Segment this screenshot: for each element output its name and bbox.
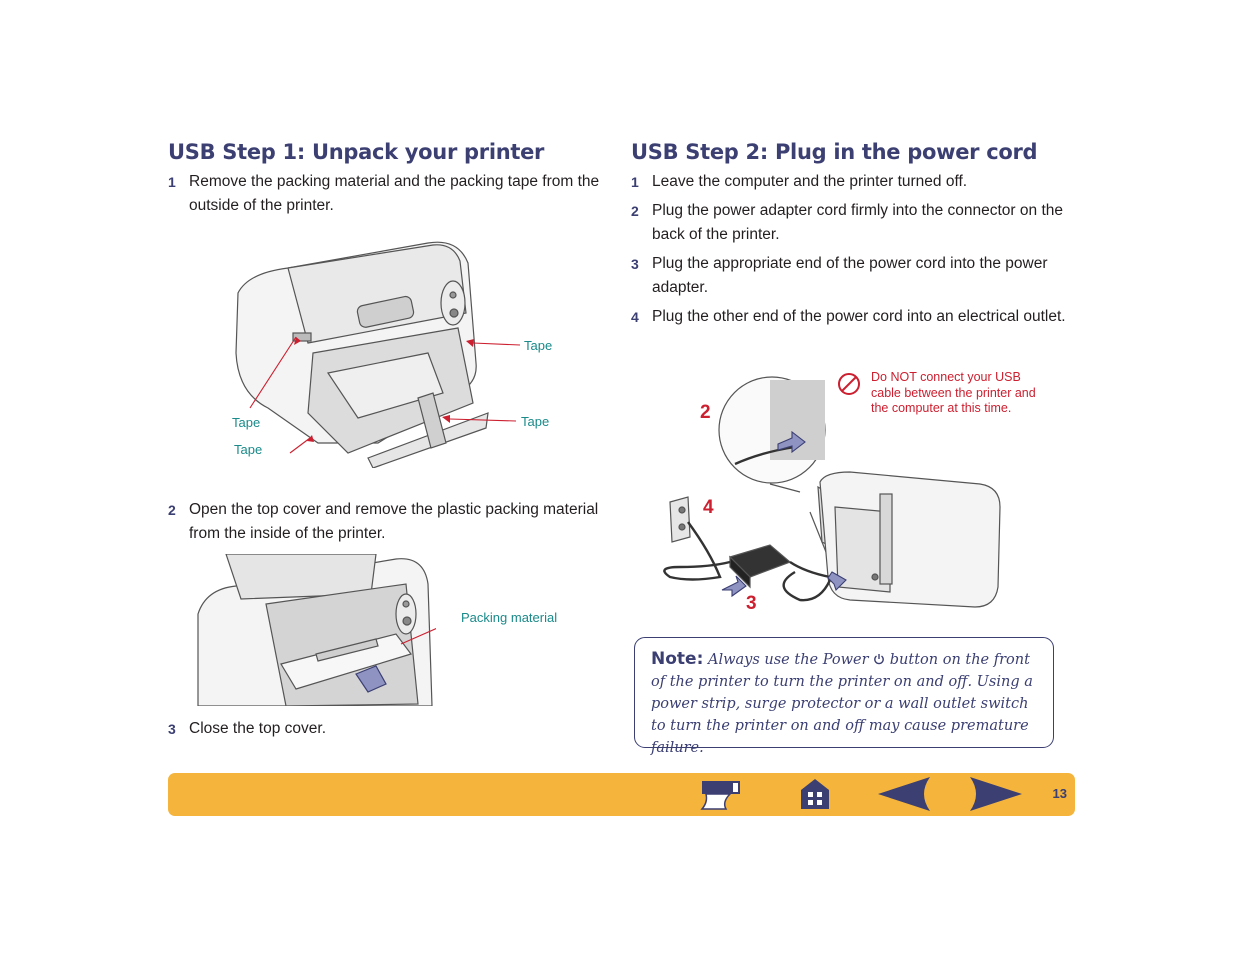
callout-number-4: 4 [703,497,714,518]
step2-item-1: 1 Leave the computer and the printer tur… [631,170,1071,194]
step1-item-1: 1 Remove the packing material and the pa… [168,170,624,218]
tape-label: Tape [232,415,261,430]
step-text: Plug the appropriate end of the power co… [652,255,1048,296]
tape-label: Tape [521,414,550,429]
note-text-after: button on the front of the printer to tu… [651,652,1033,756]
note-label: Note: [651,649,704,669]
step2-item-3: 3 Plug the appropriate end of the power … [631,252,1071,300]
callout-number-3: 3 [746,593,757,614]
power-cord-illustration [663,373,1001,608]
step-number: 4 [631,309,639,325]
step1-title: USB Step 1: Unpack your printer [168,140,545,164]
power-icon [873,650,885,665]
right-column: USB Step 2: Plug in the power cord 1 Lea… [631,140,1071,334]
step1-item-2: 2 Open the top cover and remove the plas… [168,498,624,546]
printer-tape-illustration [235,241,521,468]
step-text: Close the top cover. [189,720,326,737]
previous-arrow-icon[interactable] [878,777,932,811]
tape-label: Tape [234,442,263,457]
note-box: Note: Always use the Power button on the… [634,637,1054,756]
step-number: 2 [631,203,639,219]
printer-menu-icon[interactable] [700,778,742,810]
tape-label: Tape [524,338,553,353]
step-text: Plug the other end of the power cord int… [652,308,1066,325]
step-number: 3 [631,256,639,272]
step2-item-2: 2 Plug the power adapter cord firmly int… [631,199,1071,247]
footer-nav-bar: 13 [168,773,1075,816]
page-number: 13 [1052,786,1067,801]
usb-warning-text: Do NOT connect your USB cable between th… [871,370,1036,415]
step-text: Plug the power adapter cord firmly into … [652,202,1063,243]
step2-title: USB Step 2: Plug in the power cord [631,140,1038,164]
step-text: Leave the computer and the printer turne… [652,173,968,190]
home-icon[interactable] [800,778,830,810]
next-arrow-icon[interactable] [968,777,1022,811]
step-text: Remove the packing material and the pack… [189,173,600,214]
step-number: 1 [631,174,639,190]
step-number: 1 [168,174,176,190]
step-number: 2 [168,502,176,518]
step2-item-4: 4 Plug the other end of the power cord i… [631,305,1071,329]
step1-item-3: 3 Close the top cover. [168,717,624,741]
callout-number-2: 2 [700,402,711,423]
note-text-before: Always use the Power [707,652,869,668]
packing-material-label: Packing material [461,610,558,625]
step-number: 3 [168,721,176,737]
step-text: Open the top cover and remove the plasti… [189,501,599,542]
printer-open-illustration [197,554,436,706]
left-column: USB Step 1: Unpack your printer 1 Remove… [168,140,608,223]
